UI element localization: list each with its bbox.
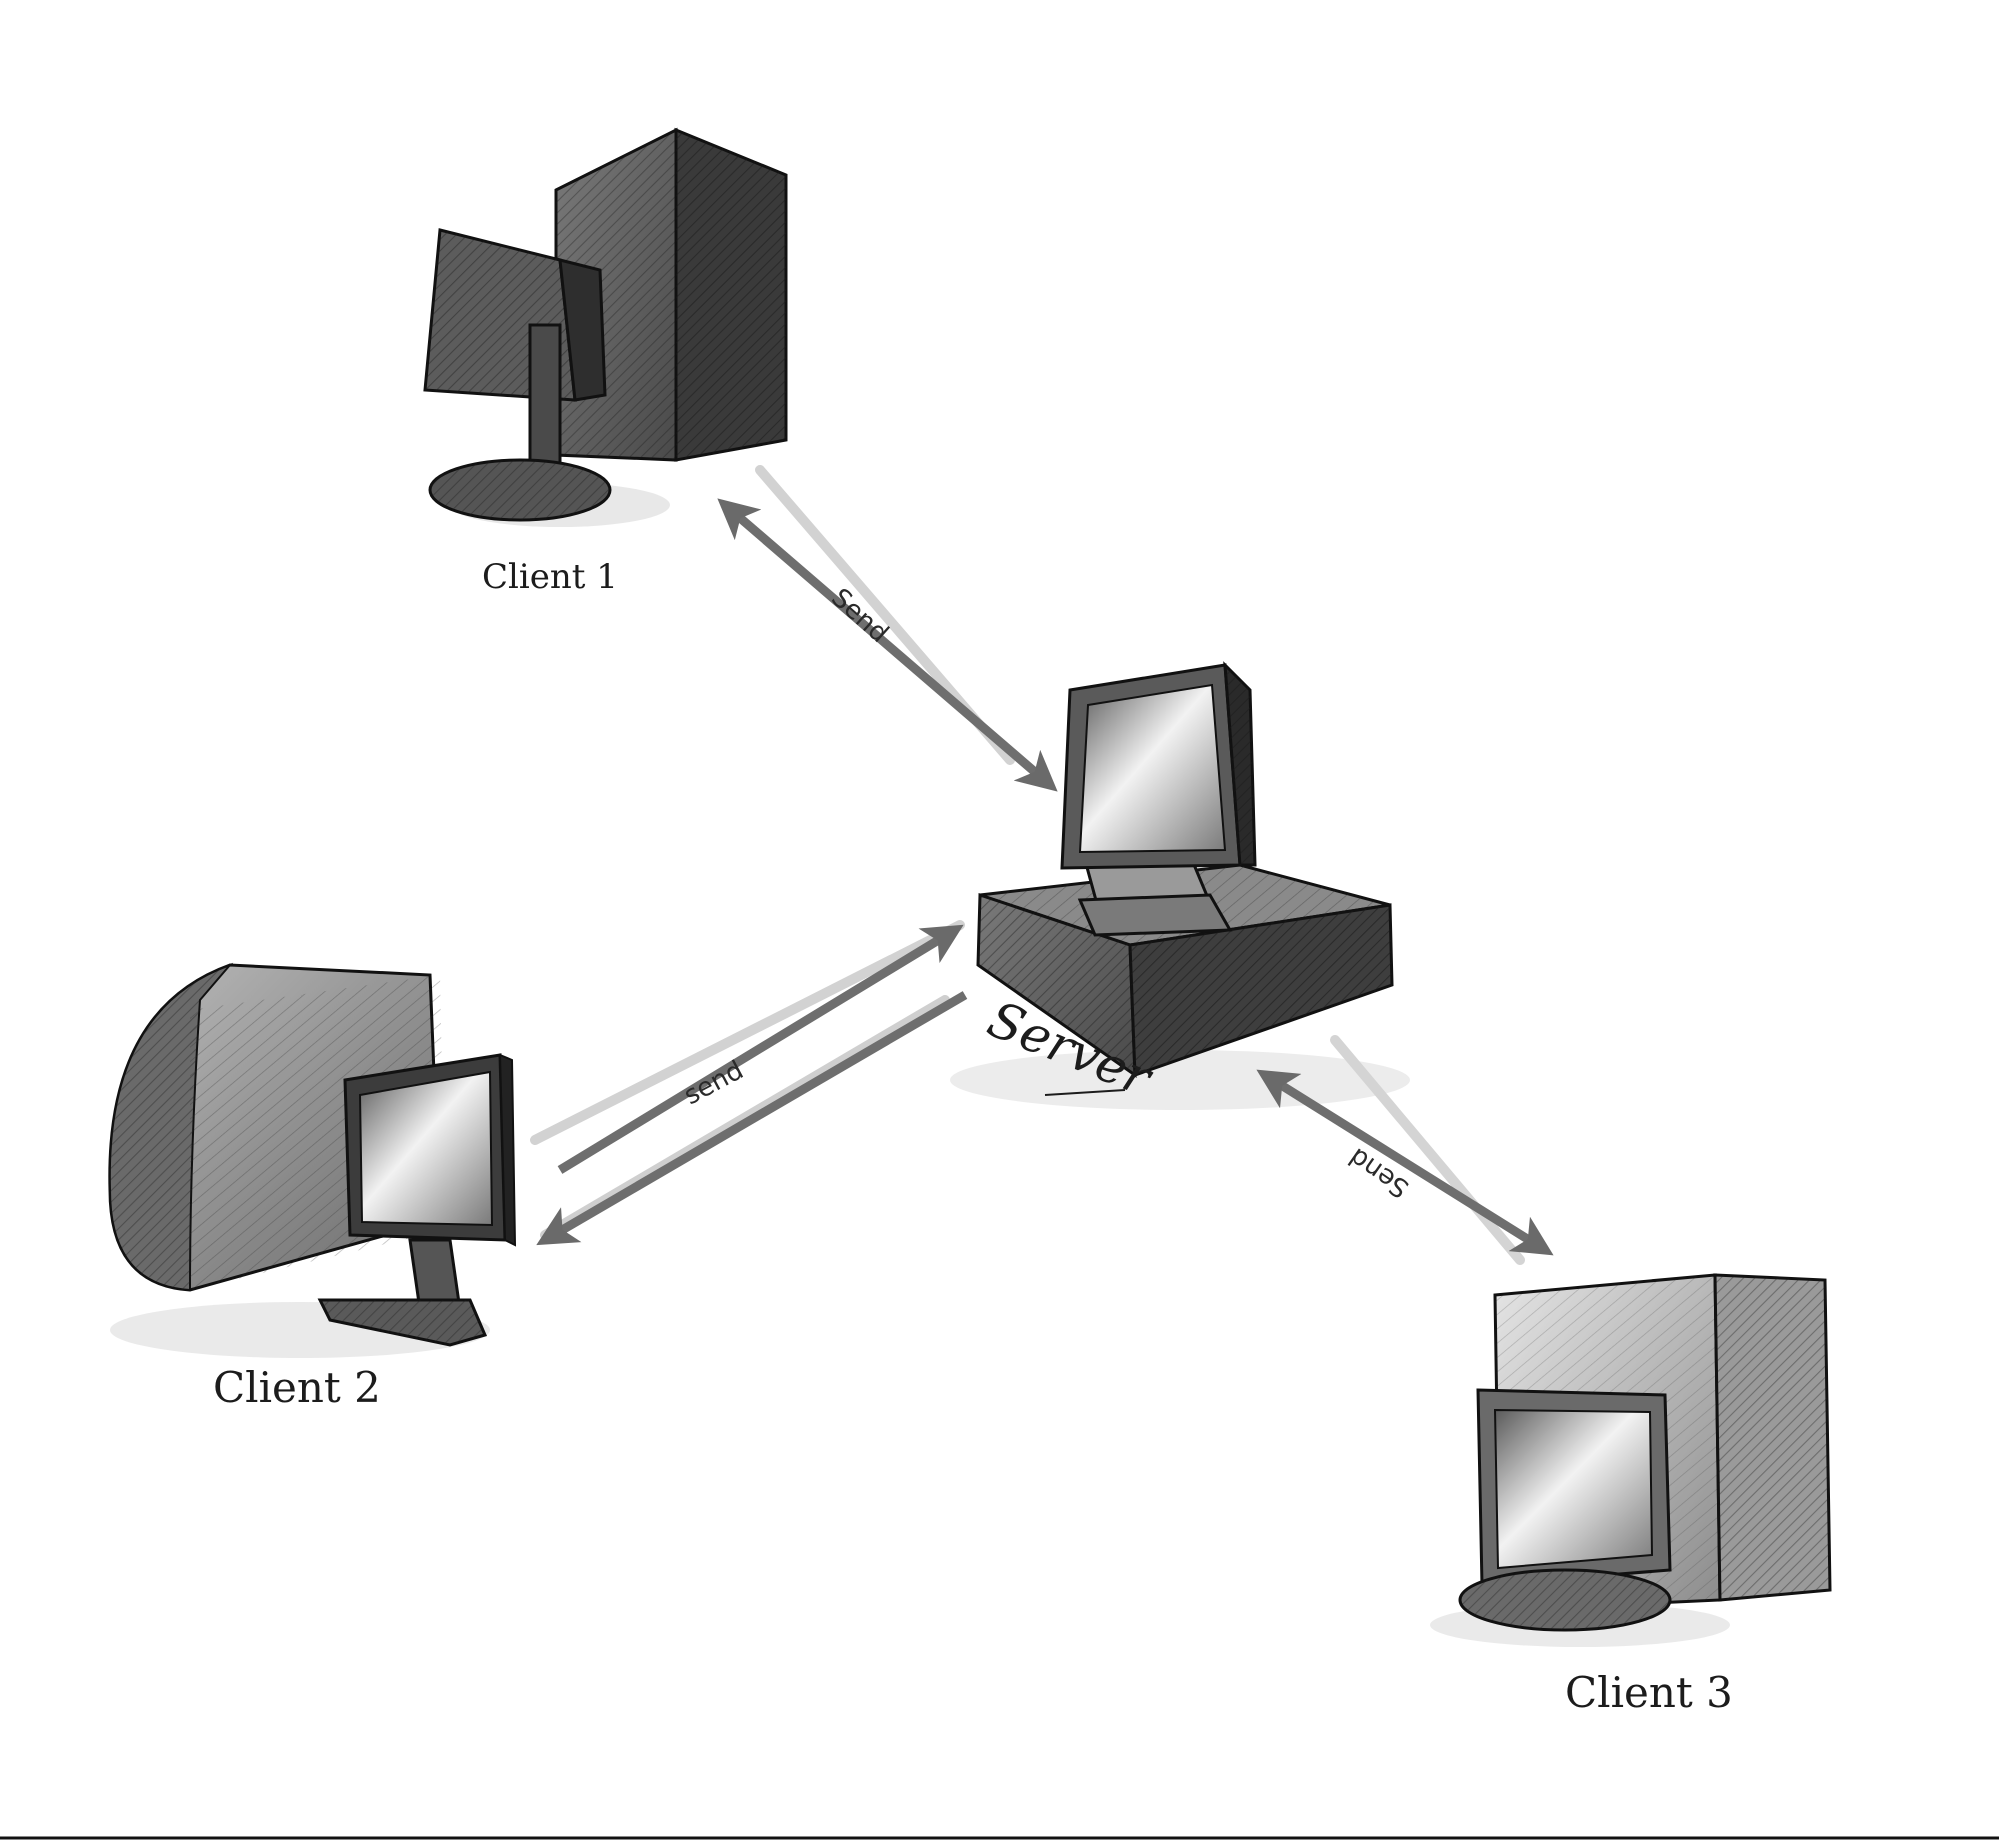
client2-server-link: send [530, 920, 968, 1246]
client2-label: Client 2 [213, 1363, 381, 1412]
client3-computer-icon [1430, 1273, 1832, 1647]
server-label-underline [1044, 1089, 1126, 1096]
client2-computer-icon [108, 962, 517, 1358]
server-to-client2-arrow [536, 991, 968, 1246]
client3-label: Client 3 [1565, 1668, 1733, 1717]
client1-label: Client 1 [482, 557, 618, 597]
client1-server-arrow [717, 498, 1058, 792]
server-client3-arrow [1256, 1069, 1554, 1256]
client2-to-server-arrow [557, 924, 964, 1174]
server-computer-icon [950, 661, 1410, 1110]
client1-computer-icon [423, 127, 788, 527]
client1-server-link: Send [717, 465, 1058, 792]
